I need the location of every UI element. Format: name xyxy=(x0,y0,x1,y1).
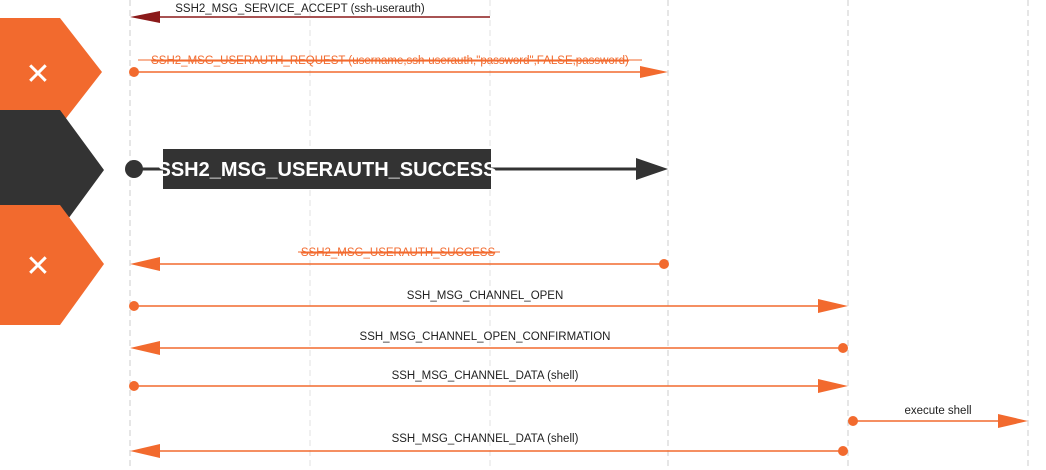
arrowhead-channel-data-request xyxy=(818,379,848,393)
arrowhead-service-accept xyxy=(130,11,160,23)
rejected-marker-bottom xyxy=(0,205,104,325)
label-channel-open-confirmation: SSH_MSG_CHANNEL_OPEN_CONFIRMATION xyxy=(360,331,611,343)
arrowhead-channel-data-response xyxy=(130,444,160,458)
label-box-userauth-success-injected xyxy=(163,149,491,189)
rejected-marker-top xyxy=(0,18,102,126)
label-channel-open: SSH_MSG_CHANNEL_OPEN xyxy=(407,290,564,302)
label-userauth-request: SSH2_MSG_USERAUTH_REQUEST (username,ssh-… xyxy=(151,55,629,67)
rejected-x-icon-top: ✕ xyxy=(25,57,50,92)
label-channel-data-request: SSH_MSG_CHANNEL_DATA (shell) xyxy=(392,370,579,382)
arrowhead-execute-shell xyxy=(998,414,1028,428)
label-execute-shell: execute shell xyxy=(904,405,971,417)
label-userauth-success-dropped: SSH2_MSG_USERAUTH_SUCCESS xyxy=(301,247,496,259)
arrowhead-channel-open xyxy=(818,299,848,313)
arrowhead-userauth-success-injected xyxy=(636,158,668,180)
arrowhead-userauth-request xyxy=(640,66,668,78)
label-service-accept: SSH2_MSG_SERVICE_ACCEPT (ssh-userauth) xyxy=(175,3,425,15)
arrowhead-userauth-success-dropped xyxy=(130,257,160,271)
injected-marker xyxy=(0,110,104,230)
label-userauth-success-injected: SSH2_MSG_USERAUTH_SUCCESS xyxy=(158,159,497,181)
label-channel-data-response: SSH_MSG_CHANNEL_DATA (shell) xyxy=(392,433,579,445)
arrowhead-channel-open-confirmation xyxy=(130,341,160,355)
rejected-x-icon-bottom: ✕ xyxy=(25,249,50,284)
